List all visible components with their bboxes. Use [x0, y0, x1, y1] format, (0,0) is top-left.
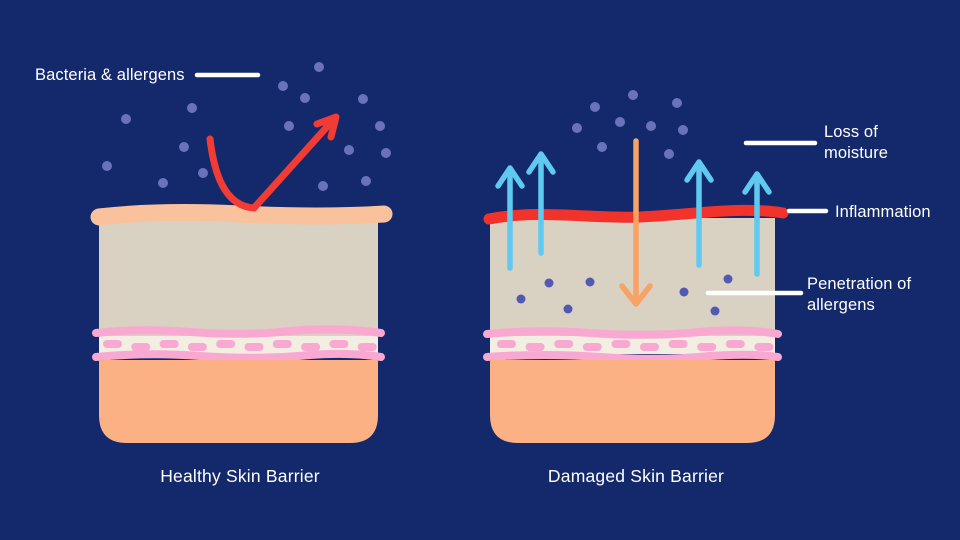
damaged-barrier-bottom-membrane — [483, 350, 782, 363]
particle-dot — [300, 93, 310, 103]
damaged-allergen-dots-sky — [572, 90, 688, 159]
particle-dot — [678, 125, 688, 135]
particle-dot — [121, 114, 131, 124]
healthy-skin-surface-band — [90, 204, 393, 226]
healthy-skin-panel — [90, 62, 393, 443]
damaged-skin-panel — [483, 90, 789, 443]
particle-dot — [572, 123, 582, 133]
healthy-barrier-bottom-membrane — [92, 349, 385, 362]
particle-dot — [563, 304, 573, 314]
particle-dot — [615, 117, 625, 127]
moisture-arrow-4-head — [742, 171, 772, 195]
barrier-cell-dash — [725, 340, 745, 348]
moisture-loss-arrows — [495, 151, 772, 277]
particle-dot — [646, 121, 656, 131]
loss-of-moisture-label: Loss of moisture — [824, 123, 889, 162]
deflected-bacteria-arrow — [206, 113, 340, 212]
healthy-barrier-cells — [103, 340, 377, 351]
particle-dot — [585, 277, 595, 287]
healthy-skin-caption: Healthy Skin Barrier — [160, 466, 320, 486]
particle-dot — [284, 121, 294, 131]
inflammation-label: Inflammation — [835, 203, 931, 221]
particle-dot — [344, 145, 354, 155]
particle-dot — [590, 102, 600, 112]
particle-dot — [361, 176, 371, 186]
bacteria-allergens-label: Bacteria & allergens — [35, 66, 185, 84]
barrier-cell-dash — [611, 340, 631, 348]
particle-dot — [358, 94, 368, 104]
barrier-cell-dash — [329, 340, 349, 348]
moisture-arrow-2-head — [526, 151, 556, 175]
deflected-arrow-head — [313, 113, 340, 141]
barrier-cell-dash — [301, 343, 321, 351]
damaged-skin-caption: Damaged Skin Barrier — [547, 466, 725, 486]
moisture-arrow-1-head — [495, 165, 525, 189]
particle-dot — [710, 306, 720, 316]
barrier-cell-dash — [357, 343, 377, 351]
particle-dot — [381, 148, 391, 158]
particle-dot — [187, 103, 197, 113]
damaged-epidermis-layer — [490, 218, 775, 336]
barrier-cell-dash — [159, 340, 179, 348]
particle-dot — [664, 149, 674, 159]
healthy-dermis-layer — [99, 360, 378, 443]
damaged-barrier-cells — [497, 340, 774, 351]
barrier-cell-dash — [697, 343, 717, 351]
particle-dot — [102, 161, 112, 171]
particle-dot — [314, 62, 324, 72]
particle-dot — [679, 287, 689, 297]
moisture-arrow-3-head — [684, 159, 714, 183]
barrier-cell-dash — [582, 343, 602, 351]
damaged-allergen-dots-in-skin — [516, 274, 733, 316]
barrier-cell-dash — [754, 343, 774, 351]
particle-dot — [278, 81, 288, 91]
barrier-cell-dash — [187, 343, 207, 351]
healthy-bacteria-dots — [102, 62, 391, 191]
particle-dot — [516, 294, 526, 304]
inflammation-surface-line — [483, 204, 789, 225]
barrier-cell-dash — [216, 340, 236, 348]
damaged-dermis-layer — [490, 360, 775, 443]
barrier-cell-dash — [525, 343, 545, 351]
healthy-barrier-top-membrane — [92, 325, 385, 338]
penetration-arrow-head — [619, 283, 653, 307]
penetration-arrow — [619, 138, 653, 307]
barrier-cell-dash — [103, 340, 122, 348]
particle-dot — [723, 274, 733, 284]
particle-dot — [318, 181, 328, 191]
particle-dot — [198, 168, 208, 178]
particle-dot — [158, 178, 168, 188]
particle-dot — [597, 142, 607, 152]
barrier-cell-dash — [640, 343, 659, 351]
particle-dot — [179, 142, 189, 152]
particle-dot — [375, 121, 385, 131]
barrier-cell-dash — [668, 340, 688, 348]
barrier-cell-dash — [131, 343, 151, 351]
label-pointer-lines — [194, 72, 829, 296]
healthy-epidermis-layer — [99, 218, 378, 336]
particle-dot — [544, 278, 554, 288]
barrier-cell-dash — [497, 340, 516, 348]
barrier-cell-dash — [272, 340, 292, 348]
penetration-of-allergens-label: Penetration of allergens — [807, 275, 912, 314]
barrier-cell-dash — [244, 343, 264, 351]
particle-dot — [672, 98, 682, 108]
damaged-barrier-top-membrane — [483, 326, 782, 339]
barrier-cell-dash — [554, 340, 574, 348]
particle-dot — [628, 90, 638, 100]
